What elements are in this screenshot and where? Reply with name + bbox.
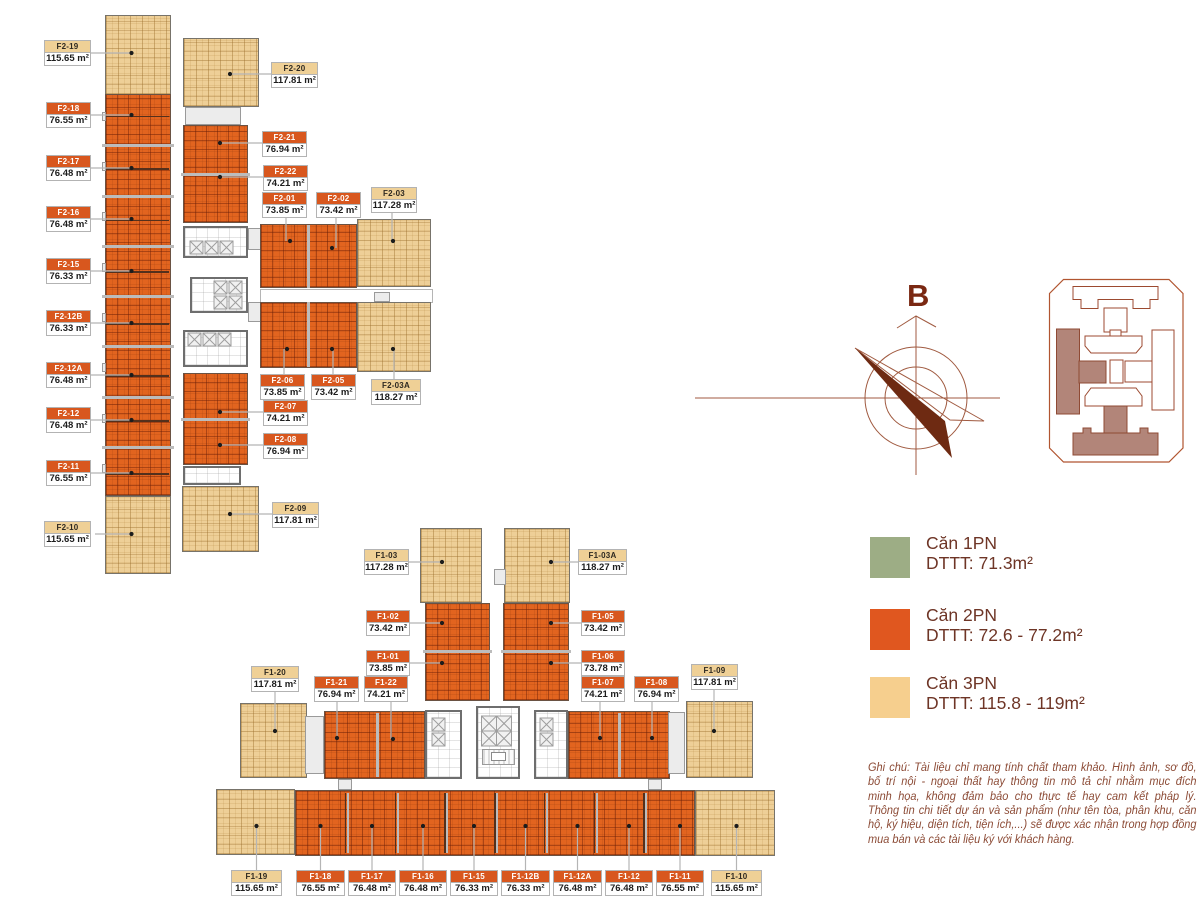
svg-text:B: B	[907, 278, 929, 313]
